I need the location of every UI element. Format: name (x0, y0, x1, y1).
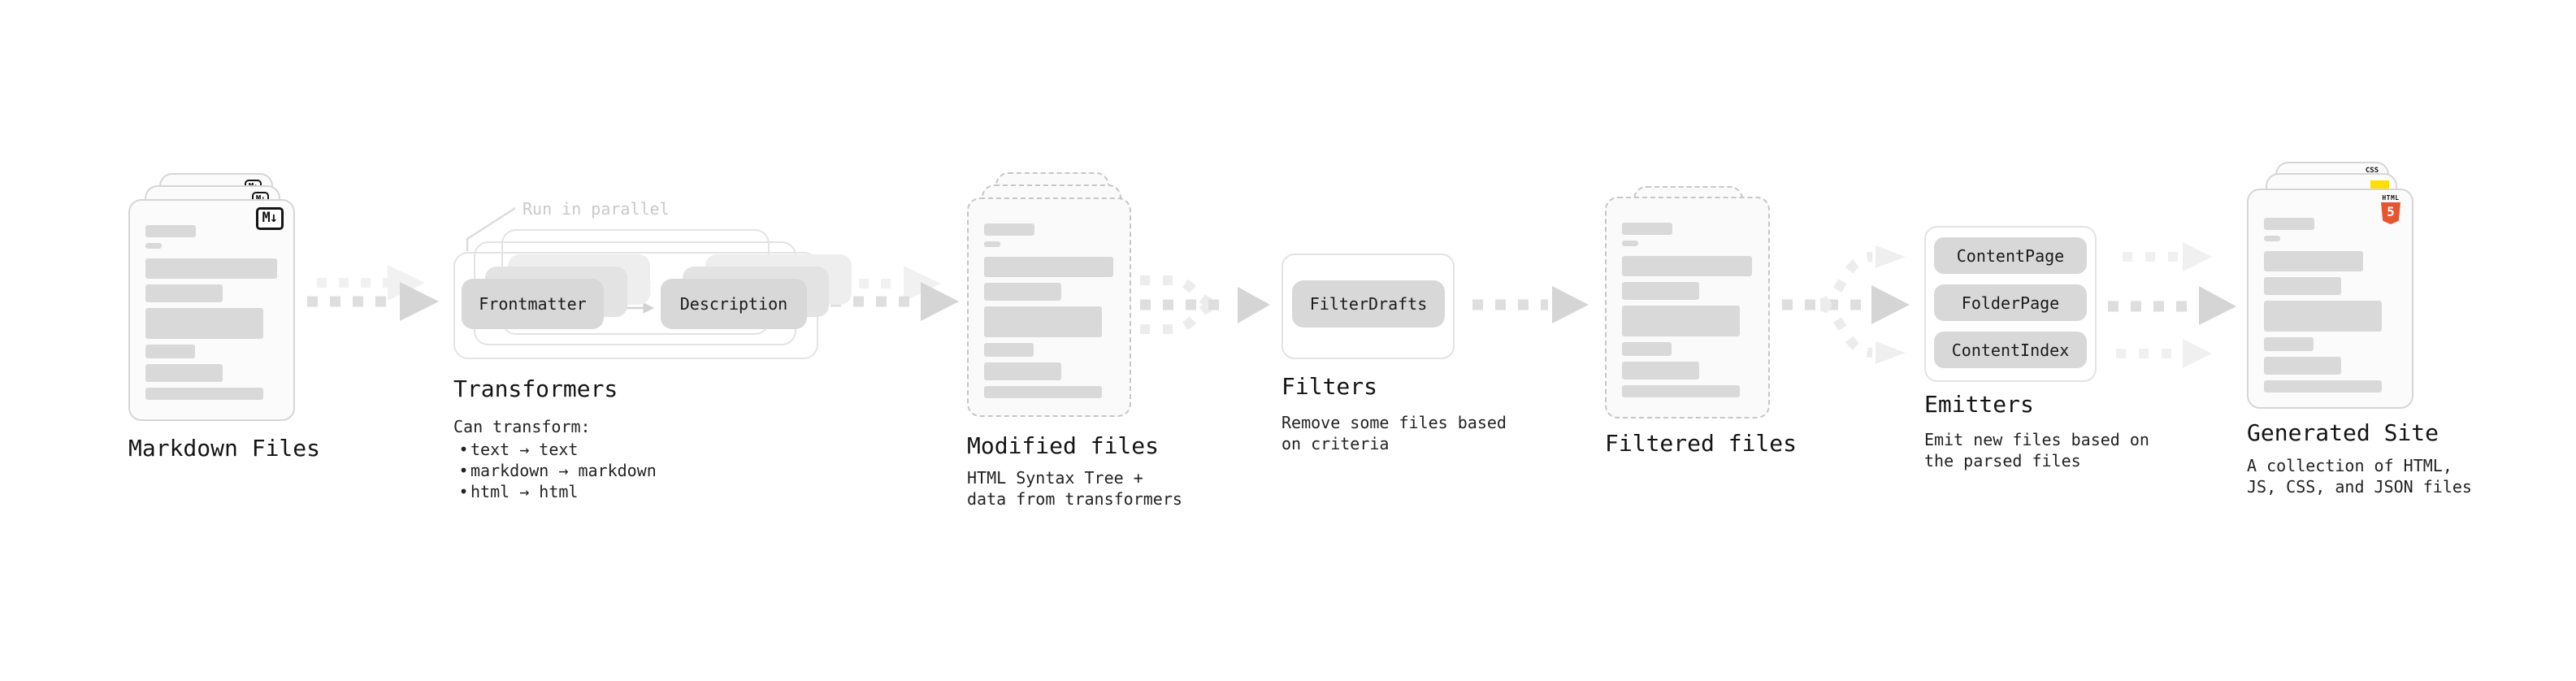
generated-site-label: Generated Site (2247, 419, 2439, 446)
frontmatter-node: Frontmatter (462, 279, 604, 329)
markdown-file-card: M↓ (128, 199, 295, 421)
markdown-icon: M↓ (255, 207, 284, 230)
site-file-card-html: HTML 5 (2247, 189, 2413, 409)
transformers-desc-heading: Can transform: (453, 417, 591, 436)
text-placeholder-lines (1622, 223, 1752, 397)
js-icon (2370, 180, 2389, 189)
description-node: Description (661, 279, 807, 329)
modified-files-desc: HTML Syntax Tree + data from transformer… (967, 468, 1182, 509)
filters-label: Filters (1281, 373, 1378, 400)
modified-file-card (967, 197, 1131, 417)
text-placeholder-lines (984, 223, 1113, 398)
arrow-filtered-to-emitters (1782, 245, 1910, 364)
transformers-bullet-list: • text → text • markdown → markdown • ht… (457, 439, 657, 502)
contentpage-node: ContentPage (1934, 237, 2087, 274)
modified-files-label: Modified files (967, 432, 1160, 459)
arrow-emitters-to-site (2108, 242, 2236, 368)
arrow-markdown-to-transformers (307, 265, 439, 321)
filterdrafts-node: FilterDrafts (1292, 280, 1445, 327)
filters-desc: Remove some files based on criteria (1281, 413, 1507, 453)
arrow-filters-to-filtered (1472, 286, 1589, 323)
folderpage-node: FolderPage (1934, 284, 2087, 321)
bullet-item: • html → html (458, 482, 579, 501)
filtered-files-label: Filtered files (1605, 430, 1798, 457)
filters-group-outline (1281, 254, 1455, 359)
filtered-file-card (1605, 197, 1770, 419)
text-placeholder-lines (2264, 218, 2382, 393)
emitters-desc: Emit new files based on the parsed files (1924, 430, 2149, 471)
emitters-label: Emitters (1924, 391, 2034, 418)
contentindex-node: ContentIndex (1934, 332, 2087, 368)
generated-site-desc: A collection of HTML, JS, CSS, and JSON … (2247, 456, 2472, 497)
run-in-parallel-note: Run in parallel (523, 199, 670, 219)
transformers-label: Transformers (453, 375, 618, 402)
bullet-item: • markdown → markdown (458, 461, 657, 480)
arrow-modified-to-filters (1140, 275, 1270, 334)
markdown-files-label: Markdown Files (128, 435, 321, 462)
bullet-item: • text → text (458, 440, 579, 459)
emitters-group-outline (1924, 226, 2097, 382)
text-placeholder-lines (145, 225, 277, 400)
html5-icon: HTML 5 (2381, 195, 2400, 224)
